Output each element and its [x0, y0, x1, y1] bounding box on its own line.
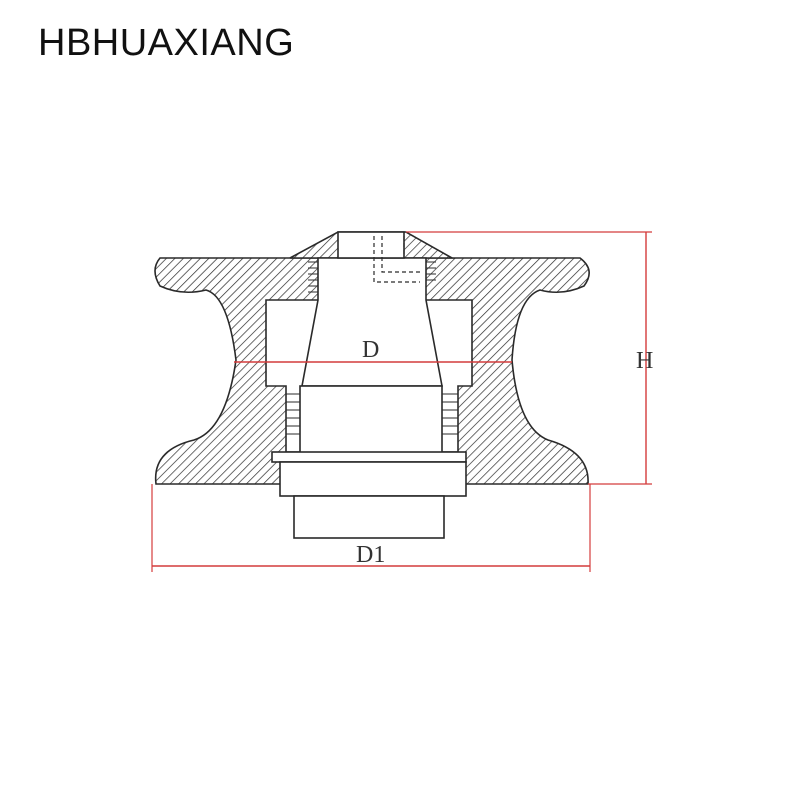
central-cone — [301, 257, 443, 387]
top-slot — [337, 231, 405, 259]
base-stem — [293, 495, 445, 539]
dimension-label-d: D — [362, 337, 379, 363]
threaded-sleeve — [299, 385, 443, 459]
lower-thread-marks — [286, 393, 458, 435]
dashed-channel — [373, 236, 420, 283]
dimension-label-h: H — [636, 348, 653, 374]
upper-thread-marks — [308, 261, 436, 293]
dimension-label-d1: D1 — [356, 542, 385, 568]
brand-title: HBHUAXIANG — [38, 22, 295, 64]
base-flange — [271, 451, 467, 463]
base-nut — [279, 461, 467, 497]
